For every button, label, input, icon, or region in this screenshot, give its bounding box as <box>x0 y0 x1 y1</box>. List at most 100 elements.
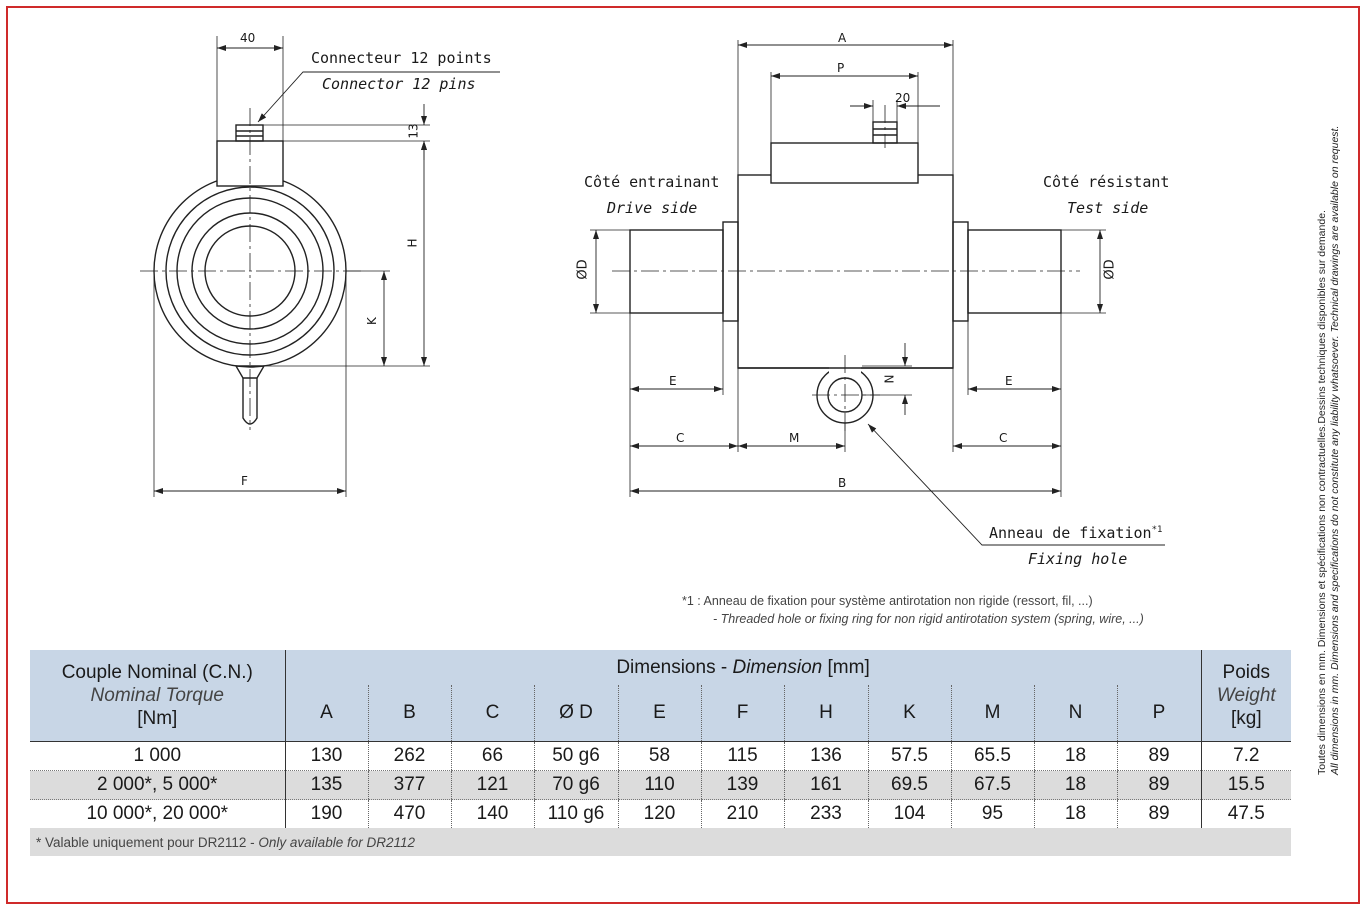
side-disclaimer-en: All dimensions in mm. Dimensions and spe… <box>1329 125 1341 775</box>
torque-header-fr: Couple Nominal (C.N.) <box>61 662 253 683</box>
dim-m-label: M <box>789 431 800 445</box>
col-header: E <box>617 685 701 742</box>
table-cell: 470 <box>367 799 451 828</box>
drawing-footnote-en: - Threaded hole or fixing ring for non r… <box>713 612 1144 626</box>
table-cell: 130 <box>284 741 368 771</box>
dim-a-label: A <box>838 31 847 45</box>
table-cell: 89 <box>1116 799 1202 828</box>
col-header: C <box>450 685 534 742</box>
col-header: M <box>950 685 1034 742</box>
table-cell: 95 <box>950 799 1034 828</box>
table-cell: 67.5 <box>950 770 1034 800</box>
table-cell: 161 <box>783 770 868 800</box>
drawing-footnote-fr: *1 : Anneau de fixation pour système ant… <box>682 594 1093 608</box>
dim-c-right-label: C <box>999 431 1008 445</box>
dim-od-right-label: ØD <box>1102 259 1118 280</box>
table-cell: 18 <box>1033 799 1117 828</box>
dimensions-header-unit: [mm] <box>827 656 870 678</box>
table-cell: 262 <box>367 741 451 771</box>
table-cell: 89 <box>1116 741 1202 771</box>
side-view <box>590 40 1165 546</box>
table-cell: 89 <box>1116 770 1202 800</box>
table-cell: 104 <box>867 799 951 828</box>
front-view <box>140 36 500 497</box>
fixing-hole-label-fr: Anneau de fixation*1 <box>989 524 1162 542</box>
table-cell: 57.5 <box>867 741 951 771</box>
fixing-hole-text-fr: Anneau de fixation <box>989 524 1152 542</box>
dim-f-label: F <box>241 474 248 488</box>
table-cell: 233 <box>783 799 868 828</box>
table-cell: 136 <box>783 741 868 771</box>
dim-13-label: 13 <box>406 123 421 139</box>
dim-p-label: P <box>837 61 845 75</box>
drive-side-label-fr: Côté entrainant <box>584 173 720 191</box>
table-cell: 50 g6 <box>533 741 618 771</box>
connector-label-fr: Connecteur 12 points <box>311 49 492 67</box>
connector-label-en: Connector 12 pins <box>322 75 476 93</box>
table-cell: 190 <box>284 799 368 828</box>
weight-cell: 15.5 <box>1200 770 1292 800</box>
dimensions-header-en: Dimension <box>732 656 823 678</box>
table-row: 1 000 130 262 66 50 g6 58 115 136 57.5 6… <box>30 741 1292 771</box>
dim-b-label: B <box>838 476 847 490</box>
table-cell: 135 <box>284 770 368 800</box>
table-cell: 65.5 <box>950 741 1034 771</box>
table-footnote-en: Only available for DR2112 <box>258 834 415 850</box>
table-footnote: * Valable uniquement pour DR2112 - Only … <box>30 828 1292 856</box>
col-header: B <box>367 685 451 742</box>
col-header: P <box>1116 685 1202 742</box>
dim-20-label: 20 <box>895 91 911 105</box>
dimensions-header-fr: Dimensions - <box>616 656 728 678</box>
weight-header-unit: [kg] <box>1230 708 1262 729</box>
dim-e-left-label: E <box>669 374 677 388</box>
torque-header: Couple Nominal (C.N.) Nominal Torque [Nm… <box>30 650 285 742</box>
dim-e-right-label: E <box>1005 374 1013 388</box>
table-cell: 69.5 <box>867 770 951 800</box>
col-header: H <box>783 685 868 742</box>
drive-side-label-en: Drive side <box>607 199 698 217</box>
col-header: Ø D <box>533 685 618 742</box>
side-disclaimer-fr: Toutes dimensions en mm. Dimensions et s… <box>1316 210 1328 775</box>
table-row: 2 000*, 5 000* 135 377 121 70 g6 110 139… <box>30 770 1292 800</box>
dim-40-label: 40 <box>240 31 256 45</box>
weight-header: Poids Weight [kg] <box>1200 650 1292 742</box>
table-cell: 139 <box>700 770 784 800</box>
table-cell: 110 g6 <box>533 799 618 828</box>
page-border <box>6 6 1360 904</box>
test-side-label-fr: Côté résistant <box>1043 173 1170 191</box>
side-disclaimer: Toutes dimensions en mm. Dimensions et s… <box>1316 126 1342 775</box>
table-cell: 110 <box>617 770 701 800</box>
test-side-label-en: Test side <box>1067 199 1149 217</box>
torque-cell: 10 000*, 20 000* <box>86 803 229 824</box>
dim-od-left-label: ØD <box>575 259 591 280</box>
table-cell: 18 <box>1033 770 1117 800</box>
table-cell: 140 <box>450 799 534 828</box>
table-row: 10 000*, 20 000* 190 470 140 110 g6 120 … <box>30 799 1292 828</box>
dim-n-label: N <box>882 374 897 384</box>
table-cell: 70 g6 <box>533 770 618 800</box>
weight-header-en: Weight <box>1216 685 1276 706</box>
table-footnote-row: * Valable uniquement pour DR2112 - Only … <box>30 828 1292 856</box>
table-cell: 210 <box>700 799 784 828</box>
dim-c-left-label: C <box>676 431 685 445</box>
table-cell: 121 <box>450 770 534 800</box>
dim-h-label: H <box>405 238 420 248</box>
table-footnote-fr: * Valable uniquement pour DR2112 - <box>36 834 255 850</box>
col-header: K <box>867 685 951 742</box>
dim-k-label: K <box>364 317 379 325</box>
table-cell: 66 <box>450 741 534 771</box>
torque-cell: 1 000 <box>30 741 285 771</box>
torque-header-unit: [Nm] <box>137 708 178 729</box>
weight-cell: 47.5 <box>1200 799 1292 828</box>
col-header: N <box>1033 685 1117 742</box>
dimensions-header: Dimensions - Dimension [mm] <box>284 650 1202 685</box>
table-cell: 115 <box>700 741 784 771</box>
torque-header-en: Nominal Torque <box>90 685 224 706</box>
table-cell: 58 <box>617 741 701 771</box>
col-header: F <box>700 685 784 742</box>
dimensions-table: Couple Nominal (C.N.) Nominal Torque [Nm… <box>30 650 1292 856</box>
weight-header-fr: Poids <box>1222 662 1271 683</box>
fixing-hole-footnote-mark: *1 <box>1151 525 1163 535</box>
torque-cell: 2 000*, 5 000* <box>30 770 285 800</box>
